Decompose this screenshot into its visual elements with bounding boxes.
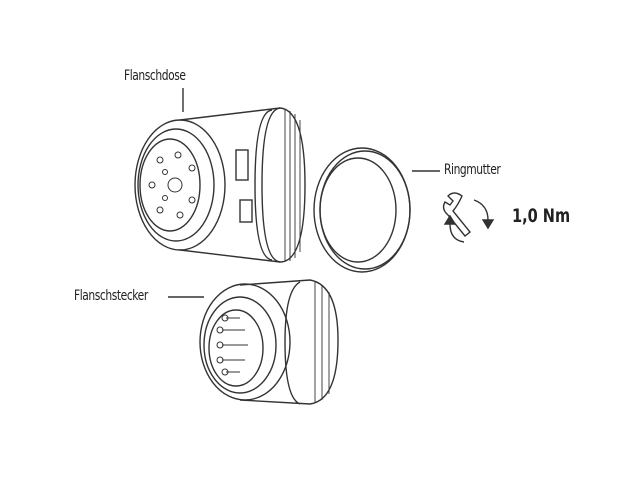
ring-nut-drawing — [313, 147, 411, 273]
socket-label: Flanschdose — [124, 68, 186, 84]
plug-label: Flanschstecker — [74, 288, 148, 304]
ring-nut-label: Ringmutter — [444, 162, 501, 178]
wrench-rotate-icon — [442, 192, 495, 243]
flange-plug-drawing — [199, 279, 339, 405]
flange-socket-drawing — [134, 107, 306, 263]
torque-value: 1,0 Nm — [512, 205, 571, 227]
